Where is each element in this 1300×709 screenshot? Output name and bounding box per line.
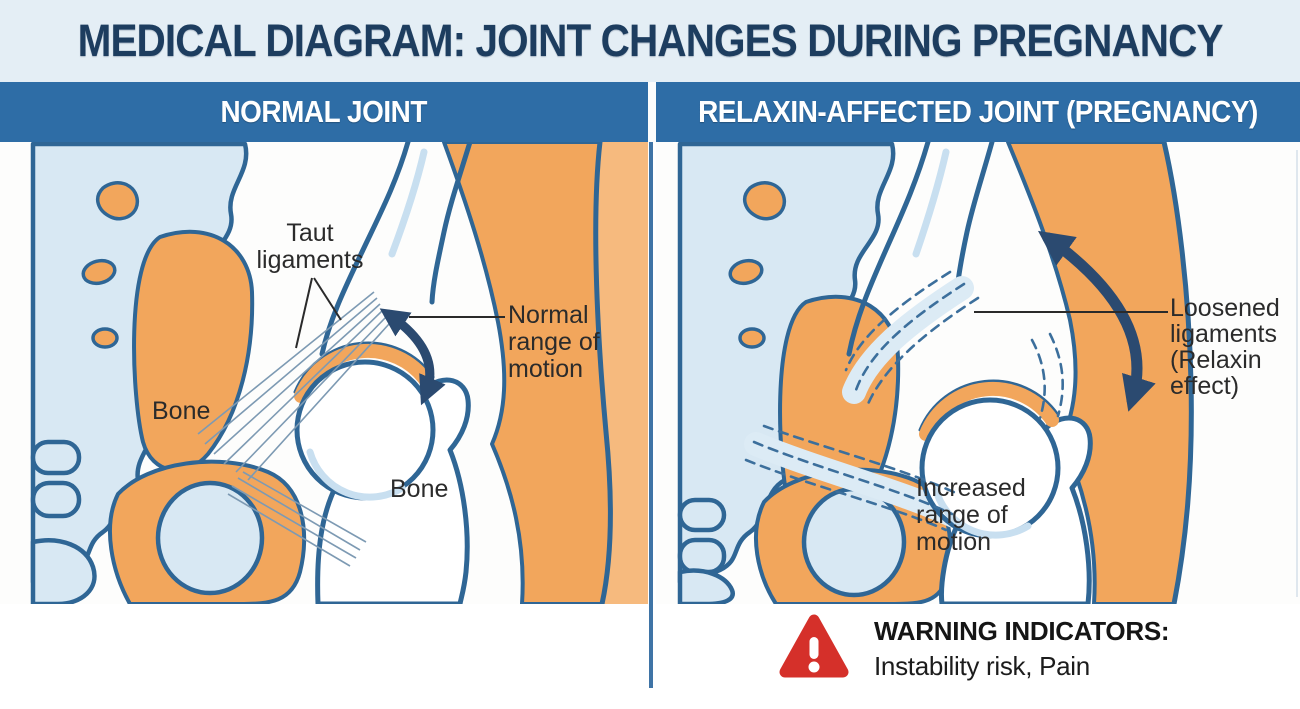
warning-text: Instability risk, Pain bbox=[874, 651, 1090, 681]
label-taut-ligaments-line1: Taut bbox=[286, 219, 334, 247]
relaxin-joint-illustration bbox=[656, 142, 1300, 604]
header-normal-joint: NORMAL JOINT bbox=[0, 82, 648, 142]
warning-text-block: WARNING INDICATORS: Instability risk, Pa… bbox=[874, 616, 1170, 682]
label-taut-ligaments-line2: ligaments bbox=[256, 246, 364, 274]
panel-divider bbox=[649, 142, 653, 688]
column-headers: NORMAL JOINT RELAXIN-AFFECTED JOINT (PRE… bbox=[0, 82, 1300, 142]
label-bone-pelvis: Bone bbox=[152, 397, 211, 425]
header-relaxin-joint: RELAXIN-AFFECTED JOINT (PREGNANCY) bbox=[656, 82, 1300, 142]
label-taut-ligaments: Taut ligaments bbox=[240, 220, 380, 274]
label-loosened-ligaments: Loosened ligaments (Relaxin effect) bbox=[1170, 295, 1280, 399]
label-increased-rom-line2: range of bbox=[916, 501, 1008, 529]
warning-triangle-icon bbox=[779, 614, 849, 678]
title-bar: MEDICAL DIAGRAM: JOINT CHANGES DURING PR… bbox=[0, 0, 1300, 82]
label-normal-rom-line3: motion bbox=[508, 355, 584, 383]
label-loosened-line3: (Relaxin bbox=[1170, 346, 1262, 374]
label-normal-range-of-motion: Normal range of motion bbox=[508, 302, 600, 383]
panel-relaxin-joint: Loosened ligaments (Relaxin effect) Incr… bbox=[656, 142, 1300, 604]
taut-ligament-fibers bbox=[197, 291, 390, 567]
normal-joint-illustration bbox=[0, 142, 648, 604]
warning-indicators-block: WARNING INDICATORS: Instability risk, Pa… bbox=[778, 610, 1170, 688]
header-relaxin-joint-label: RELAXIN-AFFECTED JOINT (PREGNANCY) bbox=[698, 94, 1258, 129]
label-increased-range-of-motion: Increased range of motion bbox=[916, 475, 1026, 556]
label-loosened-line2: ligaments bbox=[1170, 320, 1277, 348]
panel-normal-joint: Taut ligaments Normal range of motion Bo… bbox=[0, 142, 648, 604]
normal-range-of-motion-arrow bbox=[379, 308, 446, 406]
label-increased-rom-line1: Increased bbox=[916, 474, 1026, 502]
page-title: MEDICAL DIAGRAM: JOINT CHANGES DURING PR… bbox=[77, 15, 1224, 66]
warning-title: WARNING INDICATORS: bbox=[874, 616, 1170, 646]
label-loosened-line1: Loosened bbox=[1170, 294, 1280, 322]
label-normal-rom-line1: Normal bbox=[508, 301, 589, 329]
pelvis-bones bbox=[30, 142, 648, 604]
leader-lines bbox=[295, 277, 505, 349]
increased-range-of-motion-arrow bbox=[1037, 230, 1156, 412]
header-divider bbox=[648, 82, 656, 142]
label-increased-rom-line3: motion bbox=[916, 528, 992, 556]
label-loosened-line4: effect) bbox=[1170, 372, 1240, 400]
label-normal-rom-line2: range of bbox=[508, 328, 600, 356]
label-bone-femur: Bone bbox=[390, 475, 449, 503]
header-normal-joint-label: NORMAL JOINT bbox=[220, 94, 428, 129]
